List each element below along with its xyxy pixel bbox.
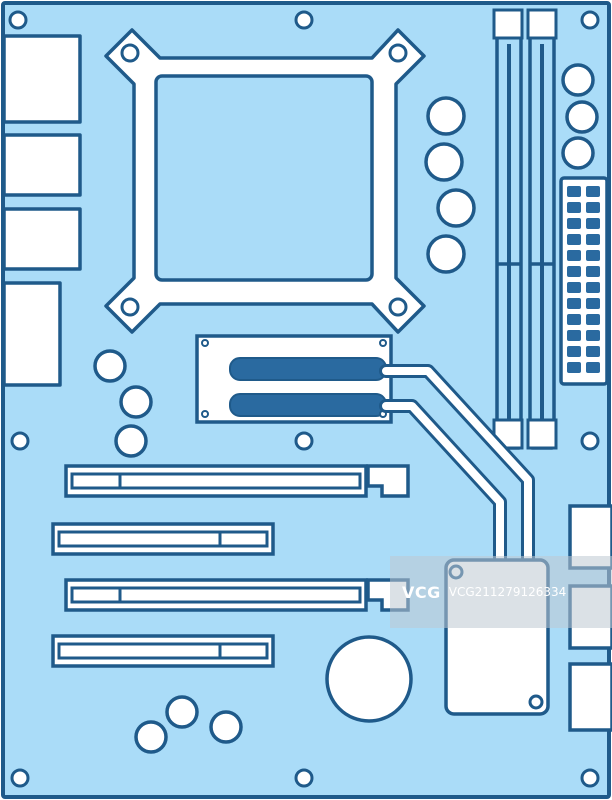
- mount-hole: [8, 10, 28, 30]
- capacitor: [165, 695, 199, 729]
- capacitor: [209, 710, 243, 744]
- connector-pin: [586, 282, 600, 293]
- io-port: [2, 207, 82, 271]
- io-port: [568, 662, 612, 732]
- io-port: [2, 133, 82, 197]
- capacitor: [561, 63, 595, 97]
- heatsink-fin: [229, 357, 387, 381]
- mount-hole: [580, 768, 600, 788]
- connector-pin: [586, 218, 600, 229]
- watermark-id: VCG211279126334: [448, 585, 567, 599]
- ram-clip: [492, 8, 524, 40]
- connector-pin: [567, 282, 581, 293]
- capacitor: [424, 142, 464, 182]
- heatsink-fin: [229, 393, 387, 417]
- ram-clip: [526, 418, 558, 450]
- bracket-screw: [388, 297, 408, 317]
- bracket-screw: [388, 43, 408, 63]
- capacitor: [565, 100, 599, 134]
- connector-pin: [567, 266, 581, 277]
- connector-pin: [586, 362, 600, 373]
- watermark: VCG VCG211279126334: [390, 556, 612, 628]
- connector-pin: [586, 266, 600, 277]
- connector-pin: [567, 314, 581, 325]
- connector-pin: [567, 234, 581, 245]
- capacitor: [93, 349, 127, 383]
- connector-pin: [567, 186, 581, 197]
- connector-pin: [586, 314, 600, 325]
- io-port: [2, 34, 82, 124]
- connector-pin: [586, 330, 600, 341]
- connector-pin: [567, 218, 581, 229]
- connector-pin: [567, 346, 581, 357]
- pcie-slot: [64, 578, 368, 612]
- capacitor: [561, 136, 595, 170]
- capacitor: [114, 424, 148, 458]
- slot-latch: [366, 464, 410, 498]
- connector-pin: [586, 202, 600, 213]
- connector-pin: [586, 250, 600, 261]
- watermark-logo: VCG: [402, 582, 441, 602]
- bracket-screw: [120, 43, 140, 63]
- connector-pin: [586, 234, 600, 245]
- capacitor: [426, 96, 466, 136]
- capacitor: [426, 234, 466, 274]
- battery: [325, 635, 413, 723]
- io-port: [2, 281, 62, 387]
- connector-pin: [586, 346, 600, 357]
- bracket-screw: [120, 297, 140, 317]
- connector-pin: [567, 202, 581, 213]
- ram-clip: [526, 8, 558, 40]
- connector-pin: [567, 330, 581, 341]
- connector-pin: [586, 186, 600, 197]
- mount-hole: [580, 10, 600, 30]
- pcie-slot: [51, 634, 275, 668]
- mount-hole: [10, 768, 30, 788]
- connector-pin: [567, 362, 581, 373]
- pcie-slot: [51, 522, 275, 556]
- mount-hole: [580, 431, 600, 451]
- connector-pin: [586, 298, 600, 309]
- mount-hole: [10, 431, 30, 451]
- connector-pin: [567, 298, 581, 309]
- mount-hole: [294, 10, 314, 30]
- connector-pin: [567, 250, 581, 261]
- capacitor: [436, 188, 476, 228]
- cpu-socket: [154, 74, 374, 282]
- mount-hole: [294, 431, 314, 451]
- mount-hole: [294, 768, 314, 788]
- capacitor: [134, 720, 168, 754]
- pcie-slot: [64, 464, 368, 498]
- capacitor: [119, 385, 153, 419]
